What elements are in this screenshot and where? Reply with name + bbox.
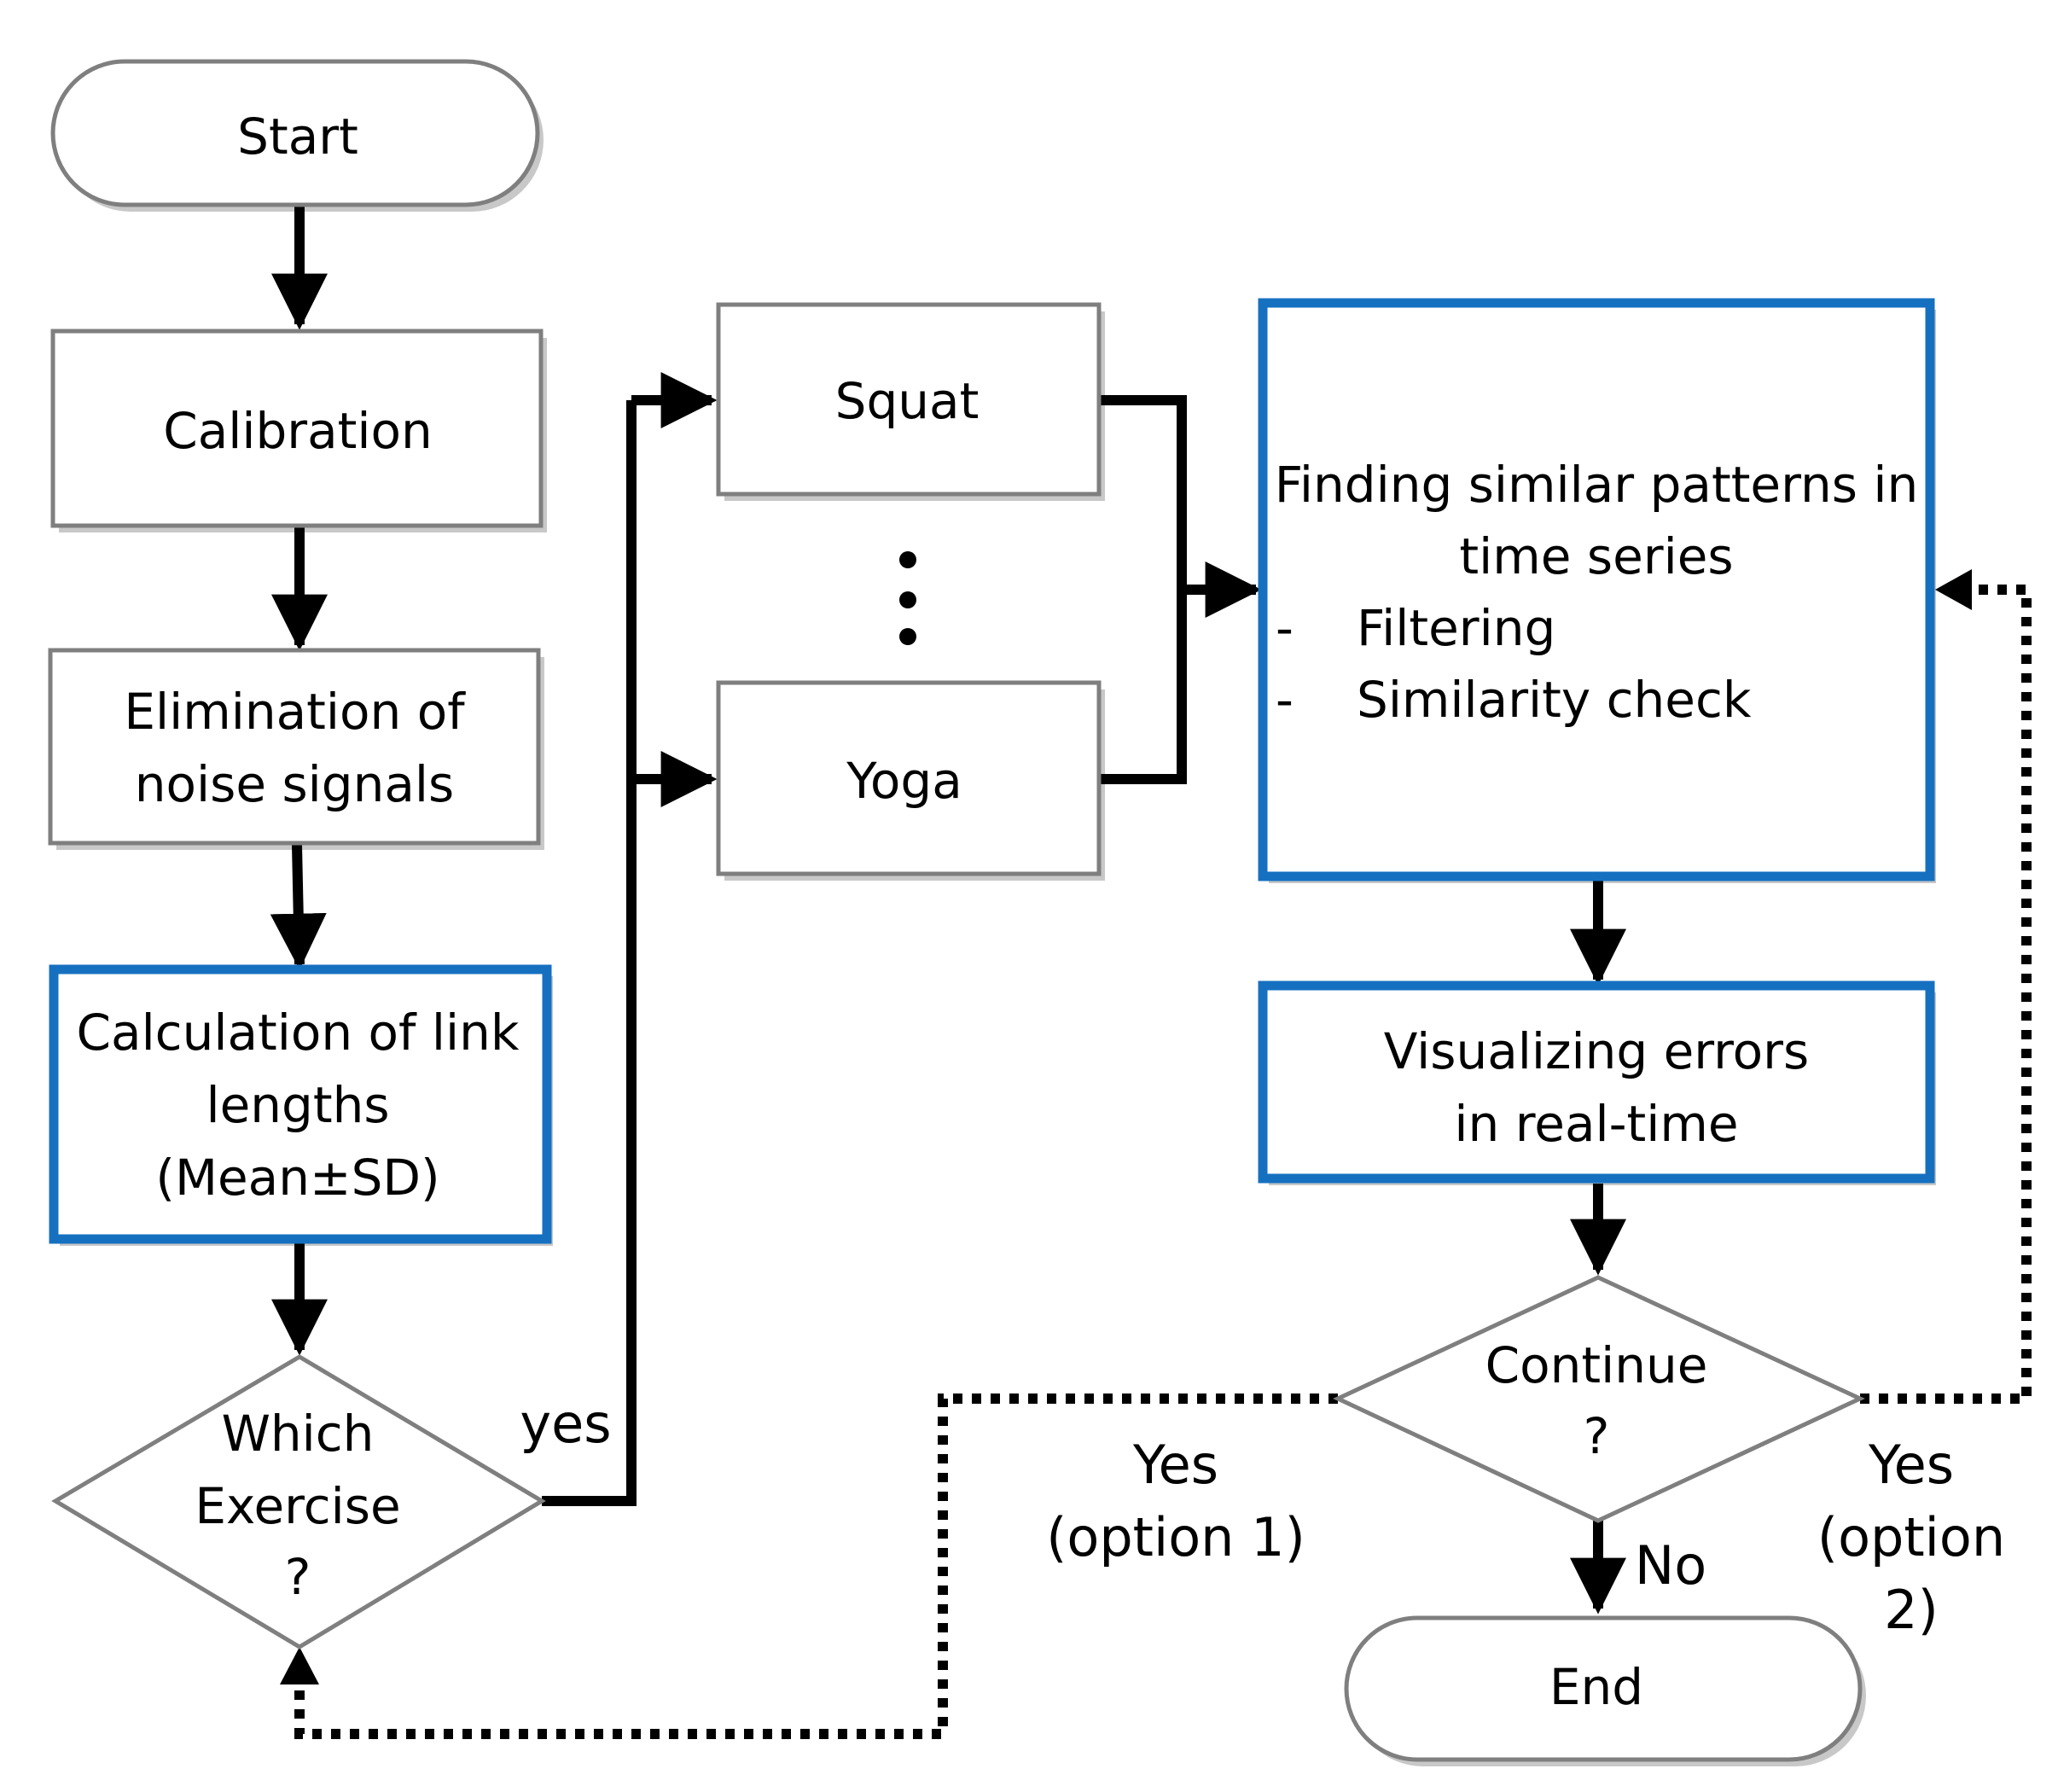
continue-diamond <box>1333 1275 1865 1523</box>
finding-title-line2: time series <box>1459 527 1733 585</box>
visualizing-label-line2: in real-time <box>1454 1095 1738 1153</box>
edge-label-yes-option2-line2: (option <box>1817 1506 2005 1568</box>
squat-box <box>716 302 1102 497</box>
edge-label-no: No <box>1635 1534 1706 1597</box>
end-terminal <box>1344 1615 1863 1762</box>
elimination-box <box>48 648 541 846</box>
calculation-label-line2: lengths <box>206 1076 389 1134</box>
arrow-decision-to-exercise-bus <box>542 400 637 1506</box>
edge-label-yes-option2-line3: 2) <box>1884 1579 1939 1641</box>
start-label: Start <box>237 108 358 166</box>
solid-connectors <box>270 205 1626 1615</box>
visualizing-label-line1: Visualizing errors <box>1384 1022 1809 1080</box>
which-exercise-diamond <box>51 1354 546 1649</box>
edge-label-yes-option2-line1: Yes <box>1868 1434 1954 1496</box>
finding-box <box>1258 298 1935 881</box>
elimination-label-line2: noise signals <box>135 755 454 813</box>
squat-label: Squat <box>835 372 980 430</box>
elimination-label-line1: Elimination of <box>124 683 466 741</box>
calculation-label-line1: Calculation of link <box>77 1004 520 1062</box>
which-exercise-label-line1: Which <box>222 1405 375 1463</box>
calibration-label: Calibration <box>163 402 433 460</box>
finding-title-line1: Finding similar patterns in <box>1275 456 1918 514</box>
which-exercise-label-line2: Exercise <box>195 1477 400 1535</box>
arrowhead-to-finding <box>1935 569 1972 610</box>
connector-squat-out <box>1096 395 1187 784</box>
which-exercise-label-line3: ? <box>285 1548 311 1606</box>
end-label: End <box>1549 1658 1643 1716</box>
continue-label-line1: Continue <box>1485 1336 1708 1394</box>
yoga-box <box>716 680 1102 876</box>
dotted-arrowheads <box>280 569 1972 1684</box>
calculation-label-line3: (Mean±SD) <box>155 1149 439 1207</box>
finding-item-text-1: Filtering <box>1357 599 1555 657</box>
finding-item-bullet-1: - <box>1276 599 1294 657</box>
ellipsis-dots <box>899 551 916 645</box>
edge-label-yes: yes <box>520 1393 611 1455</box>
calculation-box <box>49 964 552 1244</box>
finding-item-text-2: Similarity check <box>1357 671 1752 729</box>
calibration-box <box>50 329 544 528</box>
edge-label-yes-option1-line2: (option 1) <box>1046 1506 1305 1568</box>
finding-item-bullet-2: - <box>1276 671 1294 729</box>
edge-label-yes-option1-line1: Yes <box>1132 1434 1218 1496</box>
continue-label-line2: ? <box>1584 1407 1610 1465</box>
yoga-label: Yoga <box>846 752 962 810</box>
start-terminal <box>50 59 540 207</box>
visualizing-box <box>1258 980 1935 1184</box>
loop-option2 <box>1860 585 2032 1404</box>
loop-option1 <box>294 1393 1338 1739</box>
dotted-connectors <box>294 585 2032 1739</box>
arrowhead-to-decision <box>280 1647 319 1684</box>
arrow-elimination-to-calculation <box>270 844 327 970</box>
